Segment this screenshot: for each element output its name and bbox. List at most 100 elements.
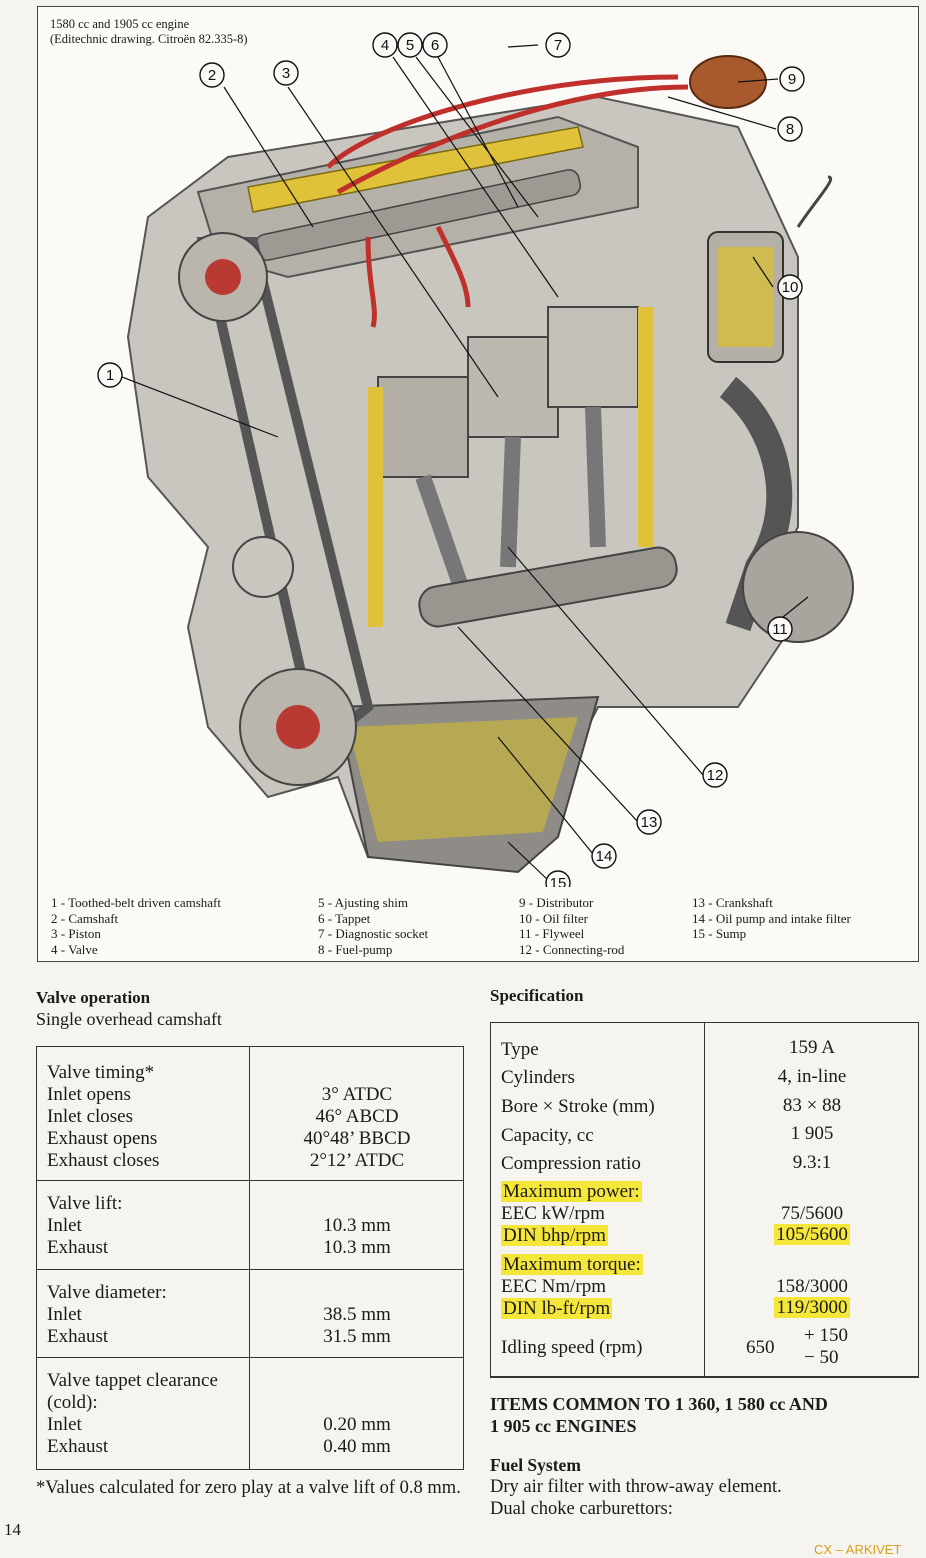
engine-cutaway-drawing: 1 2 3 4 5 6 7 9 8 10 11 12 13 14 15: [97, 32, 854, 887]
spec-table: Type 159 A Cylinders 4, in-line Bore × S…: [490, 1022, 919, 1378]
valve-label: (cold):: [47, 1392, 98, 1413]
valve-label: Exhaust: [47, 1237, 109, 1258]
valve-clearance-section: Valve tappet clearance (cold): Inlet Exh…: [37, 1358, 463, 1469]
valve-value: [249, 1392, 465, 1414]
valve-table: Valve timing* Inlet opens Inlet closes E…: [36, 1046, 464, 1470]
valve-label: Valve timing*: [47, 1062, 155, 1083]
spec-heading: Specification: [490, 986, 584, 1005]
legend-item: 5 - Ajusting shim: [318, 895, 408, 910]
valve-lift-section: Valve lift: Inlet Exhaust 10.3 mm 10.3 m…: [37, 1181, 463, 1270]
legend-item: 3 - Piston: [51, 926, 101, 941]
valve-value: 0.20 mm: [323, 1414, 391, 1435]
spec-label: EEC Nm/rpm: [501, 1276, 607, 1297]
spec-value: 1 905: [790, 1123, 834, 1144]
valve-label: Inlet: [47, 1414, 82, 1435]
idle-speed-plus: + 150: [804, 1325, 848, 1346]
legend-item: 1 - Toothed-belt driven camshaft: [51, 895, 221, 910]
valve-value: 40°48’ BBCD: [303, 1128, 411, 1149]
fuel-system-heading: Fuel System: [490, 1455, 581, 1475]
valve-value: [249, 1370, 465, 1392]
idle-speed-minus: − 50: [804, 1347, 839, 1368]
callout-12: 12: [707, 767, 724, 784]
highlight: 105/5600: [774, 1224, 850, 1245]
spec-label: EEC kW/rpm: [501, 1203, 605, 1224]
legend-column-3: 9 - Distributor 10 - Oil filter 11 - Fly…: [519, 895, 624, 957]
legend-item: 6 - Tappet: [318, 910, 371, 926]
connecting-rod-shape: [585, 406, 606, 548]
valve-diameter-section: Valve diameter: Inlet Exhaust 38.5 mm 31…: [37, 1270, 463, 1358]
highlight: 119/3000: [774, 1297, 850, 1318]
piston-shape: [467, 336, 559, 438]
spec-label-highlighted: DIN bhp/rpm: [501, 1225, 608, 1247]
valve-label: Exhaust opens: [47, 1128, 158, 1149]
valve-value: [249, 1062, 465, 1084]
callout-9: 9: [788, 71, 796, 88]
valve-value: [249, 1193, 465, 1215]
legend-item: 11 - Flyweel: [519, 926, 585, 941]
spec-value: 159 A: [789, 1037, 835, 1058]
valve-value: 38.5 mm: [323, 1304, 391, 1325]
callout-4: 4: [381, 37, 389, 54]
legend-column-4: 13 - Crankshaft 14 - Oil pump and intake…: [692, 895, 851, 942]
spec-value-highlighted: 105/5600: [704, 1224, 920, 1246]
watermark: CX – ARKIVET: [814, 1542, 902, 1557]
valve-label: Inlet: [47, 1215, 82, 1236]
valve-label: Inlet closes: [47, 1106, 134, 1127]
callout-2: 2: [208, 67, 216, 84]
spec-label: Bore × Stroke (mm): [501, 1096, 655, 1117]
common-line: 1 905 cc ENGINES: [490, 1416, 637, 1436]
page-number: 14: [4, 1520, 21, 1539]
callout-6: 6: [431, 37, 439, 54]
caption-line: (Editechnic drawing. Citroën 82.335-8): [50, 32, 248, 46]
callout-8: 8: [786, 121, 794, 138]
figure-caption: 1580 cc and 1905 cc engine (Editechnic d…: [50, 17, 248, 47]
valve-value: [249, 1282, 465, 1304]
highlight: DIN bhp/rpm: [501, 1225, 608, 1246]
spec-label-highlighted: Maximum power:: [501, 1181, 642, 1203]
valve-label: Exhaust closes: [47, 1150, 160, 1171]
valve-label: Inlet: [47, 1304, 82, 1325]
flywheel-shape: [742, 531, 854, 643]
highlight: DIN lb-ft/rpm: [501, 1298, 613, 1319]
fuel-line: Dual choke carburettors:: [490, 1499, 673, 1519]
legend-item: 10 - Oil filter: [519, 910, 588, 926]
valve-label: Exhaust: [47, 1326, 109, 1347]
common-items-heading: ITEMS COMMON TO 1 360, 1 580 cc AND 1 90…: [490, 1393, 828, 1437]
spec-value-highlighted: 119/3000: [704, 1297, 920, 1319]
valve-value: 46° ABCD: [315, 1106, 399, 1127]
callout-5: 5: [406, 37, 414, 54]
valve-value: 0.40 mm: [323, 1436, 391, 1457]
idle-speed-base: 650: [746, 1337, 775, 1358]
spec-value: 75/5600: [780, 1203, 844, 1224]
spec-label: Capacity, cc: [501, 1125, 594, 1146]
valve-timing-section: Valve timing* Inlet opens Inlet closes E…: [37, 1047, 463, 1181]
fuel-line: Dry air filter with throw-away element.: [490, 1477, 782, 1497]
highlight: Maximum torque:: [501, 1254, 643, 1275]
legend-item: 7 - Diagnostic socket: [318, 926, 429, 941]
piston-shape: [377, 376, 469, 478]
legend-item: 4 - Valve: [51, 941, 98, 957]
fuel-system-text: Dry air filter with throw-away element. …: [490, 1476, 782, 1520]
callout-14: 14: [596, 848, 613, 865]
engine-figure: 1580 cc and 1905 cc engine (Editechnic d…: [37, 6, 919, 962]
spec-label: Cylinders: [501, 1067, 575, 1088]
spec-label: Idling speed (rpm): [501, 1337, 643, 1358]
legend-column-1: 1 - Toothed-belt driven camshaft 2 - Cam…: [51, 895, 221, 957]
valve-value: 2°12’ ATDC: [309, 1150, 405, 1171]
valve-value: 31.5 mm: [323, 1326, 391, 1347]
spec-label: Type: [501, 1039, 539, 1060]
legend-column-2: 5 - Ajusting shim 6 - Tappet 7 - Diagnos…: [318, 895, 428, 957]
crankshaft-shape: [418, 546, 678, 628]
callout-10: 10: [782, 279, 799, 296]
valve-subheading: Single overhead camshaft: [36, 1009, 222, 1029]
distributor-shape: [689, 55, 767, 109]
legend-item: 12 - Connecting-rod: [519, 941, 625, 957]
caption-line: 1580 cc and 1905 cc engine: [50, 17, 190, 31]
common-line: ITEMS COMMON TO 1 360, 1 580 cc AND: [490, 1394, 828, 1414]
callout-13: 13: [641, 814, 658, 831]
valve-label: Exhaust: [47, 1436, 109, 1457]
piston-shape: [547, 306, 639, 408]
valve-footnote: *Values calculated for zero play at a va…: [36, 1478, 461, 1498]
valve-value: 10.3 mm: [323, 1215, 391, 1236]
legend-item: 13 - Crankshaft: [692, 895, 773, 910]
